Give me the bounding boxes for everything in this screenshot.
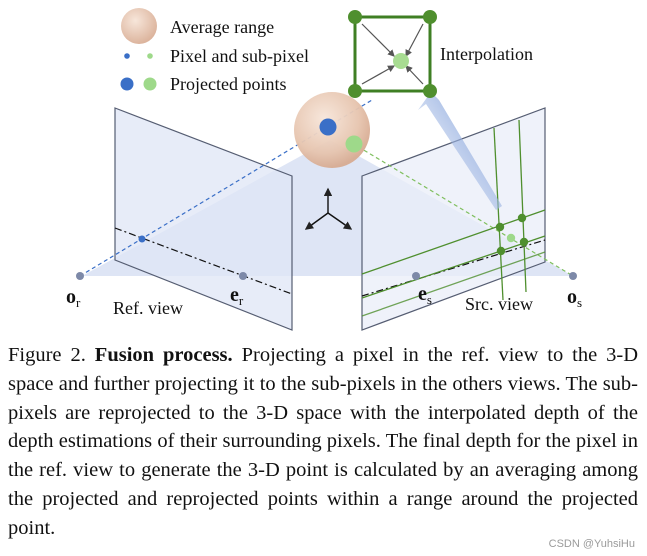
projected-point-green: [345, 135, 363, 153]
legend-projected-points: Projected points: [170, 74, 286, 94]
legend-sphere-swatch: [121, 8, 157, 44]
ref-ray: [79, 99, 373, 277]
legend-pixel-subpixel: Pixel and sub-pixel: [170, 46, 309, 66]
interp-corner-br: [423, 84, 437, 98]
src-epipole-point: [412, 272, 420, 280]
interp-corner-bl: [348, 84, 362, 98]
fusion-diagram: or Ref. view er es Src. view os Average …: [66, 8, 582, 331]
legend-pixel-swatch: [124, 53, 130, 59]
figure-caption: Figure 2. Fusion process. Projecting a p…: [8, 341, 638, 543]
caption-text: Projecting a pixel in the ref. view to t…: [8, 344, 639, 539]
src-epipolar-line: [361, 239, 546, 297]
axes-icon: [304, 187, 353, 230]
interpolation-label: Interpolation: [440, 44, 533, 64]
interp-corner-tr: [423, 10, 437, 24]
ref-epipole-label: er: [230, 284, 244, 308]
interp-center: [393, 53, 409, 69]
ref-origin-point: [76, 272, 84, 280]
src-view-label: Src. view: [465, 294, 533, 314]
src-origin-label: os: [567, 286, 582, 310]
grid-corner-pixels: [495, 213, 529, 256]
caption-label: Figure 2.: [8, 344, 86, 366]
ref-pixel: [138, 235, 146, 243]
src-view-plane: [361, 107, 546, 331]
legend: Average range Pixel and sub-pixel Projec…: [120, 8, 309, 94]
legend-subpixel-swatch: [147, 53, 153, 59]
ref-view-label: Ref. view: [113, 298, 183, 318]
src-pixel-grid: [361, 119, 546, 317]
legend-projected-blue: [120, 77, 134, 91]
caption-title: Fusion process.: [94, 344, 233, 366]
ref-origin-label: or: [66, 286, 81, 310]
fusion-figure: or Ref. view er es Src. view os Average …: [66, 8, 582, 331]
interpolation-box: [348, 10, 437, 98]
watermark: CSDN @YuhsiHu: [548, 538, 635, 550]
projection-arrow: [418, 92, 502, 210]
src-origin-point: [569, 272, 577, 280]
legend-projected-green: [143, 77, 157, 91]
src-sub-pixel: [506, 233, 516, 243]
src-ray: [351, 142, 574, 277]
projected-point-blue: [319, 118, 337, 136]
interp-corner-tl: [348, 10, 362, 24]
ref-epipole-point: [239, 272, 247, 280]
ref-view-plane: [114, 107, 293, 331]
src-epipole-label: es: [418, 283, 432, 307]
legend-average-range: Average range: [170, 17, 274, 37]
